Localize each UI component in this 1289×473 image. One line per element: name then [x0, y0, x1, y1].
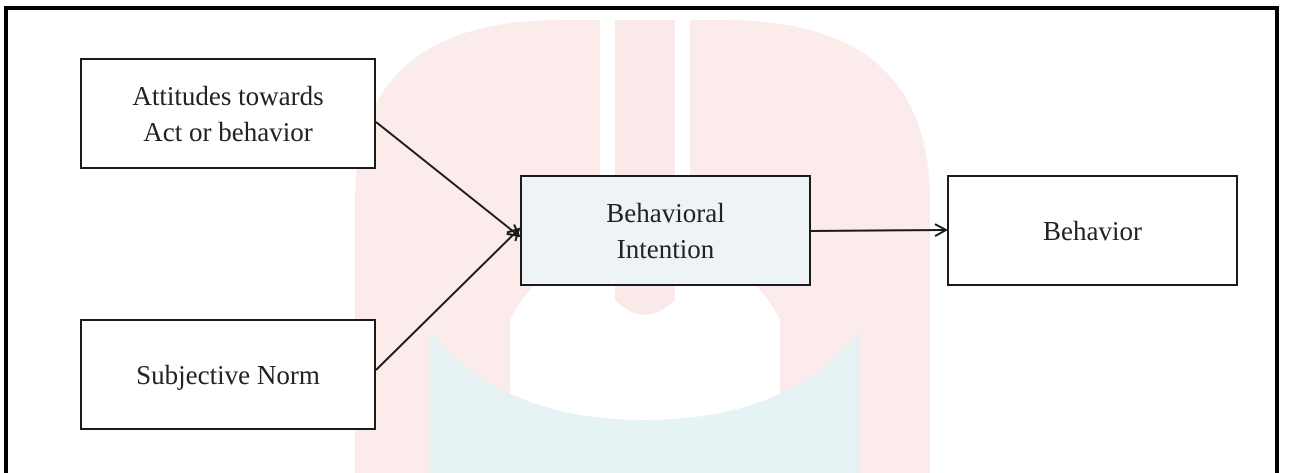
node-behavioral-intention: Behavioral Intention [520, 175, 811, 286]
node-subjective-norm-label: Subjective Norm [136, 359, 320, 390]
node-behavioral-intention-label: Behavioral Intention [606, 197, 725, 264]
node-subjective-norm: Subjective Norm [80, 319, 376, 430]
node-attitudes-label: Attitudes towards Act or behavior [132, 80, 324, 147]
node-attitudes: Attitudes towards Act or behavior [80, 58, 376, 169]
node-behavior: Behavior [947, 175, 1238, 286]
node-behavior-label: Behavior [1043, 215, 1142, 246]
